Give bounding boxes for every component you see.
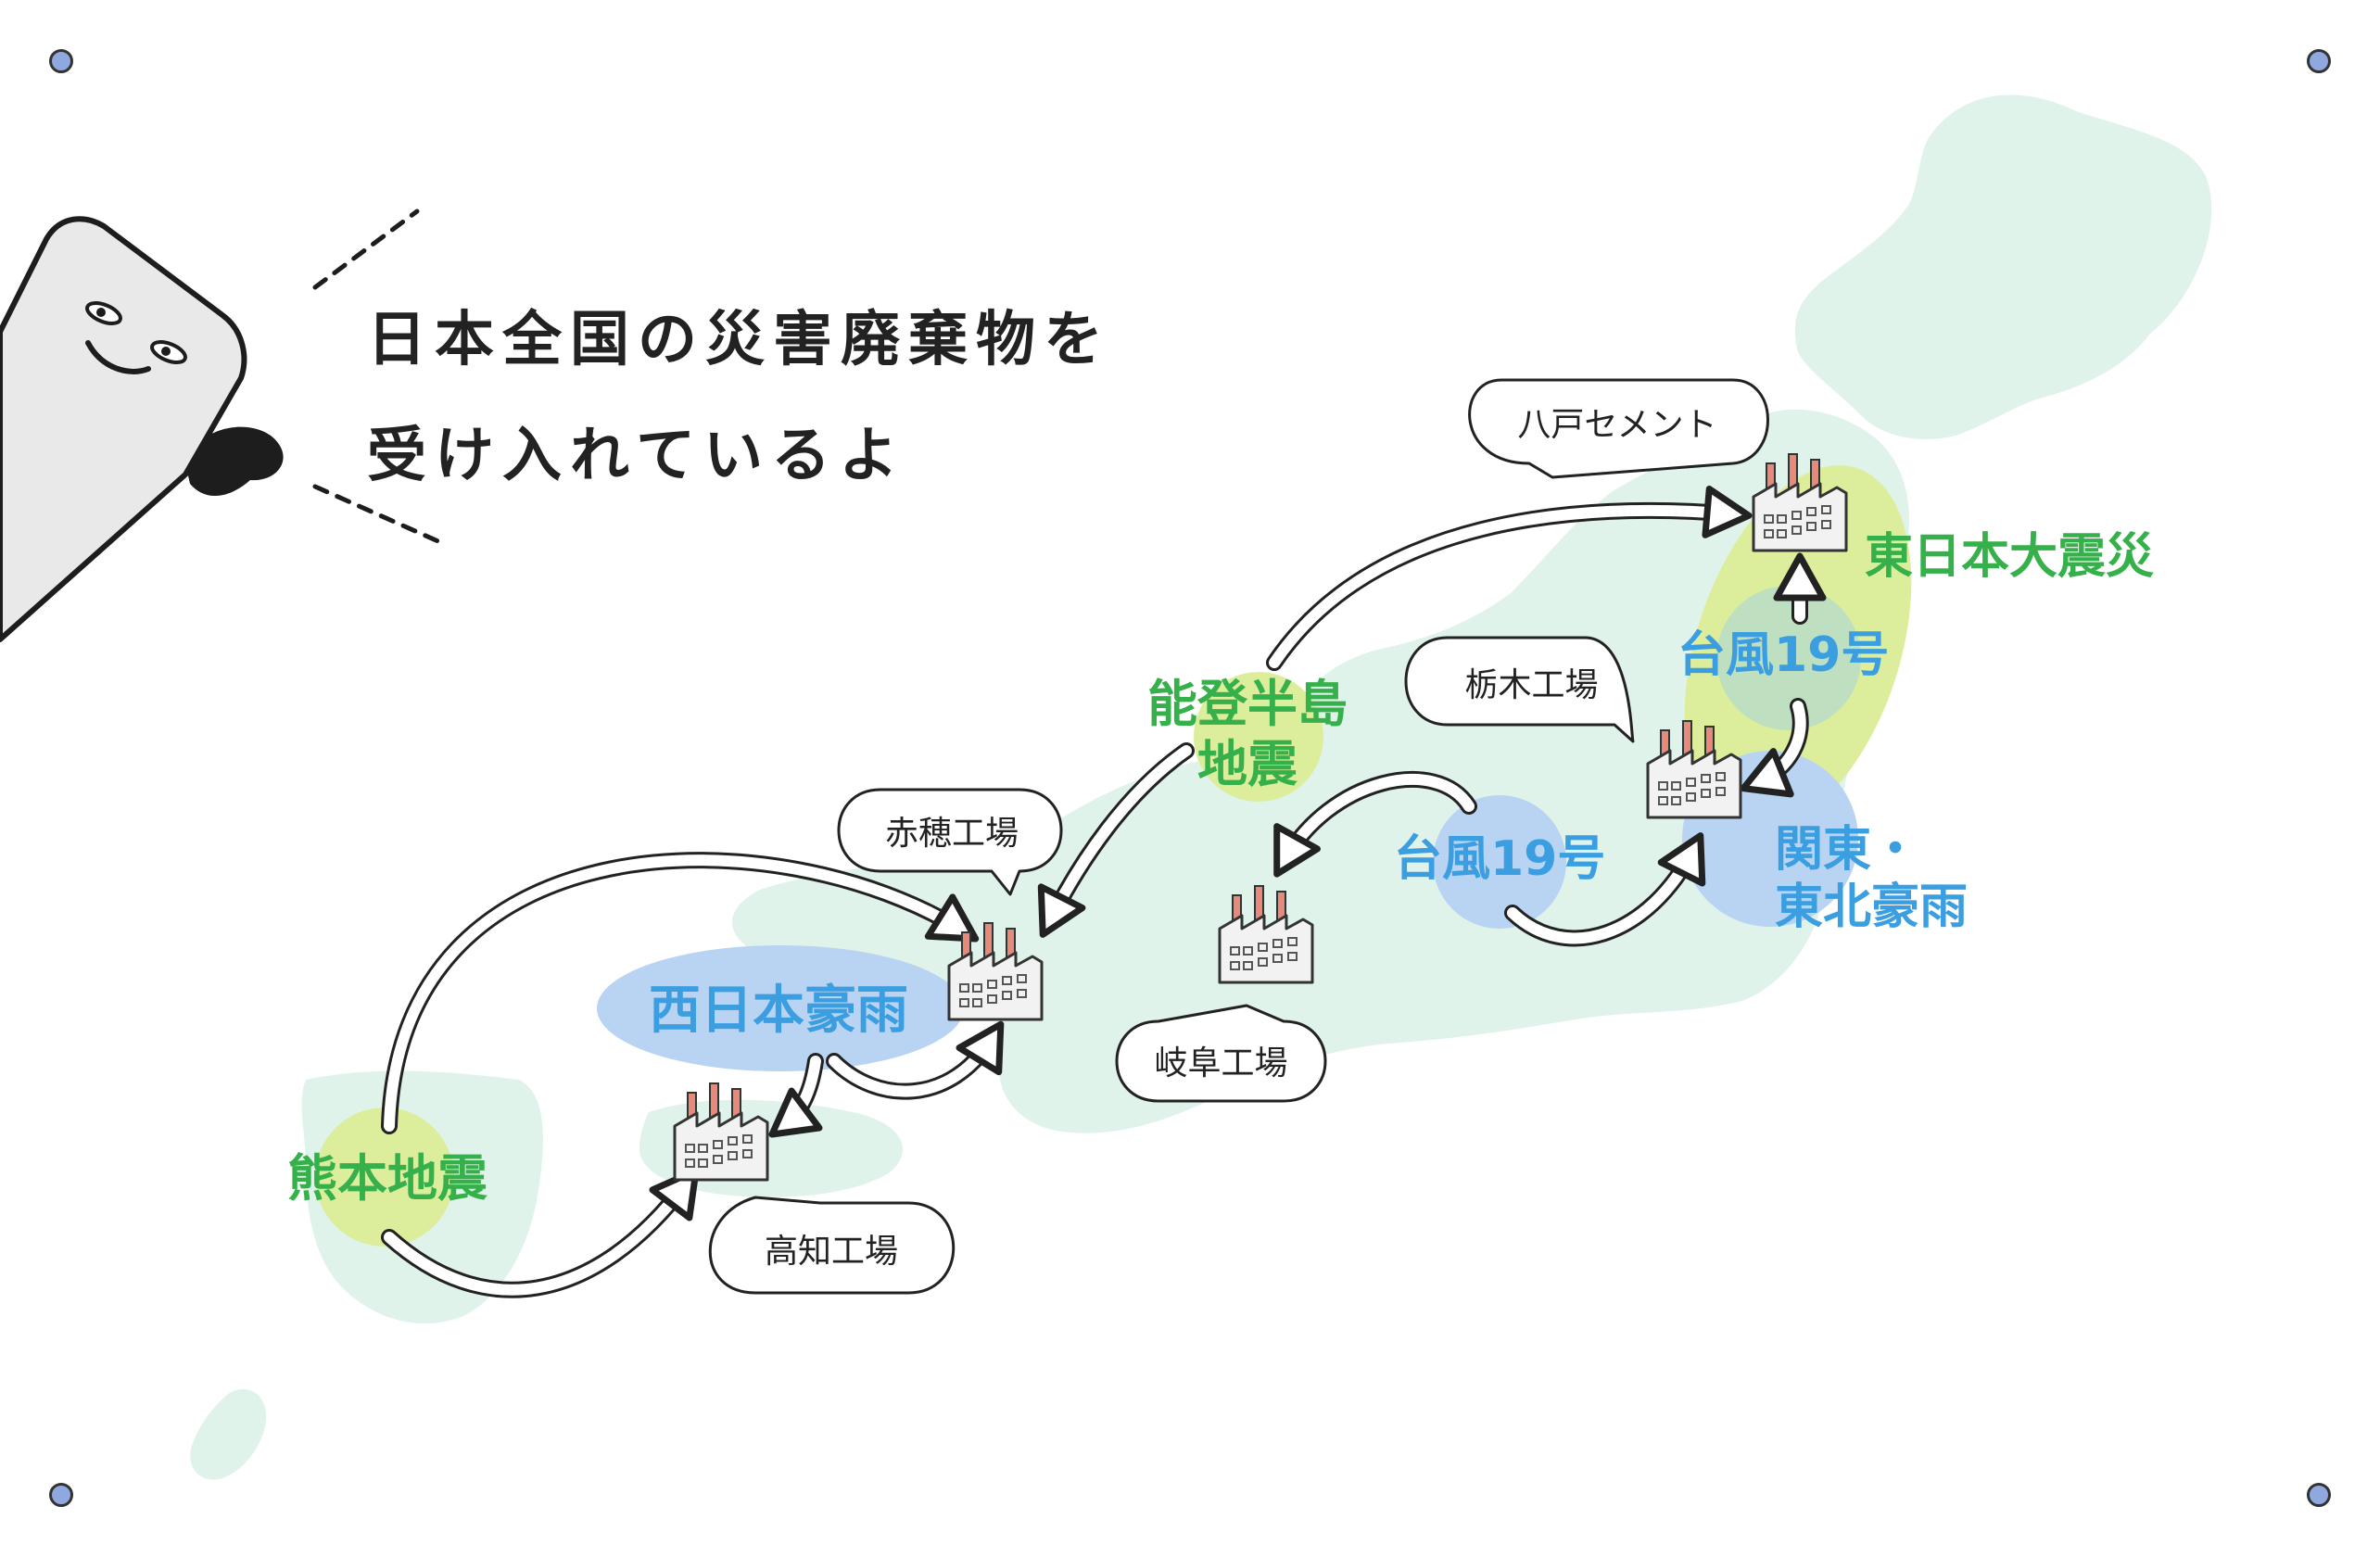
label-hachinohe-cement: 八戸セメント xyxy=(1517,406,1717,444)
nishinihon-rain-halo xyxy=(597,945,964,1071)
label-typhoon-19-central: 台風19号 xyxy=(1394,831,1606,887)
pin-icon xyxy=(2307,49,2331,73)
bubble-shape-gifu xyxy=(1115,1004,1327,1103)
label-kumamoto-earthquake: 熊本地震 xyxy=(287,1149,487,1208)
arrow-kumamoto-to-ako xyxy=(384,854,980,1132)
label-typhoon-19-north: 台風19号 xyxy=(1677,627,1890,683)
pin-icon xyxy=(49,1483,73,1507)
factory-icon-kochi xyxy=(673,1082,769,1182)
mascot-mouth xyxy=(85,340,151,374)
label-kochi-factory: 高知工場 xyxy=(764,1232,898,1271)
noto-earthquake-halo xyxy=(1194,672,1323,802)
island-landmass xyxy=(190,1388,267,1480)
speech-dashes xyxy=(312,209,443,545)
arrow-typhoon-to-gifu xyxy=(1273,774,1475,878)
mascot-hand xyxy=(185,426,284,497)
arrow-nishinihon-to-ako xyxy=(829,1020,1005,1097)
bubble-shape-tochigi xyxy=(1404,636,1635,743)
arrow-nishinihon-to-kochi xyxy=(768,1056,823,1138)
label-kanto-line-1: 関東・ xyxy=(1775,822,1920,878)
typhoon-central-halo xyxy=(1433,795,1566,929)
label-gifu-factory: 岐阜工場 xyxy=(1154,1044,1288,1082)
label-tochigi-factory: 栃木工場 xyxy=(1464,666,1599,704)
bubble-shape-hachinohe xyxy=(1468,378,1769,479)
arrow-noto-to-ako xyxy=(1037,745,1192,938)
mascot-character xyxy=(0,216,284,642)
label-kanto-tohoku-rain: 関東・ 東北豪雨 xyxy=(1775,821,1968,937)
label-nishinihon-rain: 西日本豪雨 xyxy=(649,981,908,1041)
label-noto-earthquake: 能登半島 地震 xyxy=(1147,675,1348,795)
arrow-typhoon-to-tochigi xyxy=(1507,832,1706,944)
label-ako-factory: 赤穂工場 xyxy=(884,815,1019,853)
label-higashinihon-earthquake: 東日本大震災 xyxy=(1865,529,2155,585)
headline-line-1: 日本全国の災害廃棄物を xyxy=(367,306,1111,374)
label-noto-line-2: 地震 xyxy=(1197,734,1298,793)
label-noto-line-1: 能登半島 xyxy=(1147,675,1348,733)
kumamoto-earthquake-halo xyxy=(315,1108,454,1247)
headline-line-2: 受け入れているよ xyxy=(367,422,907,490)
arrow-noto-to-hachinohe xyxy=(1269,485,1753,668)
typhoon-north-halo xyxy=(1716,586,1861,730)
flow-arrows xyxy=(381,485,1827,1298)
pin-icon xyxy=(2307,1483,2331,1507)
mascot-body xyxy=(0,216,247,642)
arrow-kumamoto-to-kochi xyxy=(384,1167,700,1296)
honshu-landmass xyxy=(732,409,1909,1133)
hokkaido-landmass xyxy=(1794,95,2212,439)
arrow-typhoon-north-to-tochigi xyxy=(1740,701,1806,798)
label-kanto-line-2: 東北豪雨 xyxy=(1775,880,1969,936)
bubble-shape-kochi xyxy=(708,1196,956,1295)
pin-icon xyxy=(49,49,73,73)
bubble-shape-ako xyxy=(837,788,1063,896)
